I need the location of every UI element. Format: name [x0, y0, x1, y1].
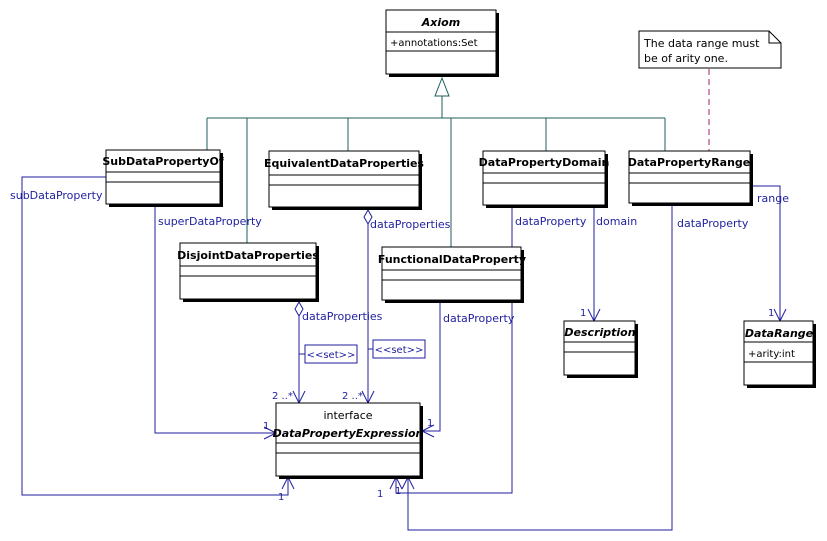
assoc-functional-data-property-b — [395, 302, 513, 494]
assoc-range — [752, 185, 781, 321]
svg-text:+annotations:Set: +annotations:Set — [390, 38, 478, 49]
assoc-functional-data-property-a — [422, 302, 441, 432]
role-disjoint-data-properties: dataProperties — [302, 310, 383, 323]
role-super-data-property: superDataProperty — [158, 215, 262, 228]
set-tag-1: <<set>> — [299, 344, 358, 364]
svg-text:DataPropertyRange: DataPropertyRange — [628, 156, 751, 169]
note: The data range must be of arity one. — [638, 30, 782, 69]
class-description: Description — [563, 320, 638, 378]
svg-text:Axiom: Axiom — [421, 16, 460, 29]
svg-text:+arity:int: +arity:int — [748, 349, 795, 360]
svg-text:FunctionalDataProperty: FunctionalDataProperty — [378, 253, 526, 266]
svg-text:DataPropertyExpression: DataPropertyExpression — [273, 427, 424, 440]
multiplicities: 1 1 1 1 1 1 1 2 ..* 2 ..* — [263, 308, 774, 503]
set-tag-2: <<set>> — [368, 339, 426, 359]
svg-text:Description: Description — [564, 326, 635, 339]
role-range-data-property: dataProperty — [677, 217, 749, 230]
class-sub-data-property-of: SubDataPropertyOf — [102, 149, 224, 207]
class-data-range: DataRange +arity:int — [743, 320, 816, 388]
generalization-tree — [206, 76, 666, 247]
svg-text:1: 1 — [278, 492, 284, 503]
svg-text:DisjointDataProperties: DisjointDataProperties — [177, 249, 319, 262]
svg-text:1: 1 — [263, 421, 269, 432]
generalization-arrowhead — [434, 76, 450, 97]
associations — [21, 176, 787, 531]
class-functional-data-property: FunctionalDataProperty — [378, 246, 526, 303]
role-labels: subDataProperty superDataProperty dataPr… — [10, 189, 789, 325]
role-range: range — [757, 192, 789, 205]
svg-text:DataPropertyDomain: DataPropertyDomain — [479, 156, 610, 169]
svg-text:1: 1 — [395, 486, 401, 497]
assoc-range-data-property — [407, 204, 673, 531]
svg-text:EquivalentDataProperties: EquivalentDataProperties — [264, 157, 424, 170]
svg-text:<<set>>: <<set>> — [375, 345, 424, 356]
class-data-property-domain: DataPropertyDomain — [479, 150, 610, 208]
assoc-super-data-property — [154, 206, 276, 434]
svg-text:1: 1 — [377, 489, 383, 500]
svg-text:The data range must: The data range must — [643, 37, 760, 50]
svg-text:DataRange: DataRange — [745, 327, 814, 340]
role-sub-data-property: subDataProperty — [10, 189, 103, 202]
role-domain-data-property: dataProperty — [515, 215, 587, 228]
class-axiom: Axiom +annotations:Set — [385, 9, 499, 77]
svg-text:<<set>>: <<set>> — [307, 350, 356, 361]
svg-text:be of arity one.: be of arity one. — [644, 52, 728, 65]
class-equivalent-data-properties: EquivalentDataProperties — [264, 150, 424, 210]
svg-text:1: 1 — [427, 418, 433, 429]
role-equivalent-data-properties: dataProperties — [370, 218, 451, 231]
svg-text:interface: interface — [323, 409, 372, 422]
class-disjoint-data-properties: DisjointDataProperties — [177, 242, 319, 302]
role-domain: domain — [596, 215, 637, 228]
svg-text:2 ..*: 2 ..* — [342, 391, 363, 402]
assoc-sub-data-property — [21, 176, 289, 496]
class-data-property-range: DataPropertyRange — [628, 150, 753, 206]
svg-text:1: 1 — [768, 308, 774, 319]
role-functional-data-property: dataProperty — [443, 312, 515, 325]
svg-text:2 ..*: 2 ..* — [272, 391, 293, 402]
svg-text:SubDataPropertyOf: SubDataPropertyOf — [102, 155, 223, 168]
class-data-property-expression: interface DataPropertyExpression — [273, 402, 424, 479]
svg-text:1: 1 — [580, 308, 586, 319]
